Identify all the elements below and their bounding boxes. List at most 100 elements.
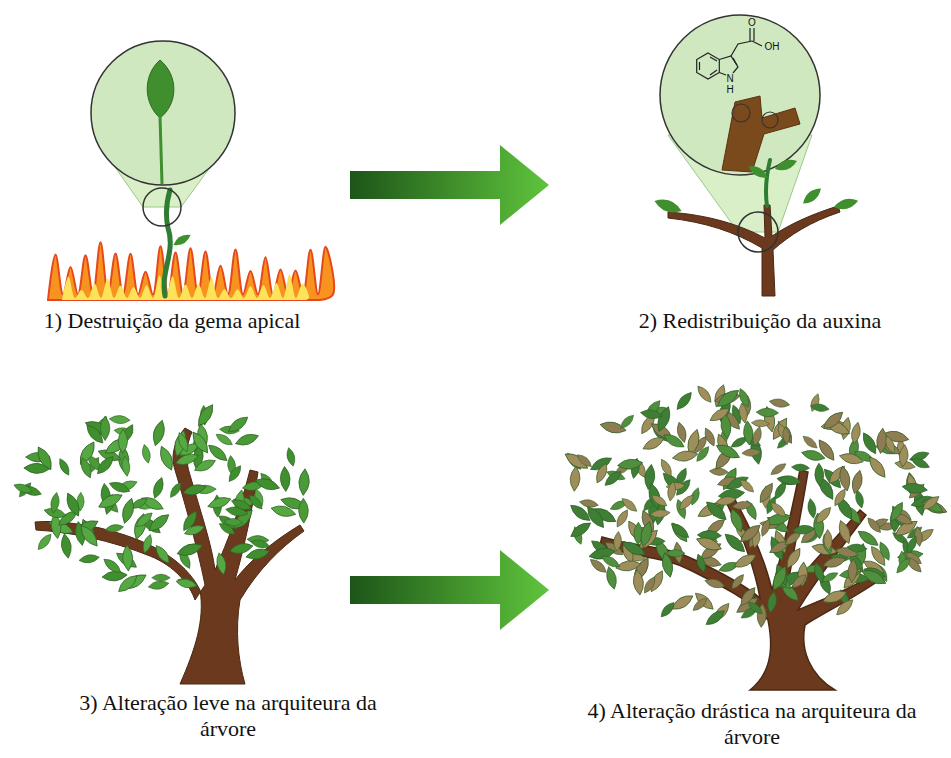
leaf bbox=[298, 468, 310, 495]
leaf bbox=[836, 519, 853, 545]
young-tree bbox=[668, 205, 840, 296]
leaf bbox=[83, 422, 106, 446]
leaf bbox=[766, 591, 778, 614]
leaf bbox=[790, 572, 809, 591]
step-caption: 2) Redistribuição da auxina bbox=[595, 308, 925, 334]
leaf bbox=[152, 574, 171, 581]
leaf bbox=[618, 413, 636, 431]
flame bbox=[48, 242, 334, 300]
step-caption: 1) Destruição da gema apical bbox=[7, 308, 337, 334]
process-arrow bbox=[350, 145, 549, 225]
leaf bbox=[182, 482, 208, 498]
leaf bbox=[666, 550, 685, 557]
leaf bbox=[157, 444, 176, 472]
magnifier-circle bbox=[660, 15, 820, 175]
leaf bbox=[898, 444, 909, 467]
leaf bbox=[702, 426, 717, 447]
leaf bbox=[715, 495, 738, 507]
leaf bbox=[822, 555, 847, 570]
leaf bbox=[860, 431, 880, 457]
leaf bbox=[666, 481, 677, 502]
leaf bbox=[121, 456, 131, 477]
leaf bbox=[632, 569, 645, 596]
leaf bbox=[118, 429, 128, 453]
leaf bbox=[96, 490, 124, 511]
foliage bbox=[13, 402, 311, 595]
leaf bbox=[620, 496, 640, 514]
leaf bbox=[672, 449, 699, 463]
leaf bbox=[814, 463, 824, 486]
leaf bbox=[850, 469, 865, 495]
leaf bbox=[732, 551, 758, 571]
leaf bbox=[714, 441, 742, 462]
leaf bbox=[105, 523, 124, 533]
leaf bbox=[116, 572, 141, 595]
illustration-part bbox=[750, 28, 754, 41]
leaf bbox=[813, 505, 834, 527]
leaf bbox=[153, 543, 173, 566]
seedling-stem bbox=[164, 190, 170, 296]
illustration-part bbox=[719, 56, 738, 73]
leaf bbox=[254, 476, 281, 493]
leaf bbox=[732, 500, 753, 511]
magnifier-circle bbox=[91, 41, 235, 185]
step-caption: 4) Alteração drástica na arquiteura da á… bbox=[567, 698, 937, 751]
process-arrow bbox=[350, 550, 549, 630]
leaf bbox=[194, 402, 216, 429]
leaf bbox=[175, 431, 190, 453]
leaf bbox=[782, 426, 791, 445]
leaf bbox=[703, 607, 727, 628]
leaf bbox=[614, 508, 631, 529]
leaf bbox=[865, 515, 883, 534]
leaf bbox=[78, 553, 100, 564]
leaf bbox=[660, 552, 675, 579]
leaf bbox=[658, 457, 674, 478]
illustration-part bbox=[731, 41, 752, 56]
leaf bbox=[747, 163, 770, 181]
leaf bbox=[834, 597, 856, 618]
illustration-part bbox=[752, 41, 762, 46]
leaf bbox=[654, 405, 673, 433]
leaf bbox=[613, 531, 622, 551]
leaf bbox=[894, 556, 913, 576]
leaf bbox=[214, 431, 234, 448]
fire bbox=[48, 242, 334, 300]
bud-marker bbox=[762, 112, 778, 128]
leaf bbox=[189, 429, 212, 455]
leaf bbox=[175, 577, 197, 589]
leaf bbox=[714, 386, 741, 410]
leaf bbox=[600, 553, 622, 570]
leaf bbox=[247, 493, 265, 512]
leaf bbox=[575, 452, 594, 469]
illustration-part bbox=[697, 53, 720, 79]
leaf bbox=[620, 538, 647, 559]
leaf bbox=[141, 533, 154, 554]
leaf bbox=[773, 157, 798, 174]
leaf bbox=[791, 463, 810, 471]
leaf bbox=[738, 403, 749, 424]
leaf bbox=[832, 487, 849, 508]
leaf bbox=[751, 426, 764, 447]
leaf bbox=[568, 519, 593, 540]
illustration-part bbox=[733, 58, 737, 65]
leaf bbox=[756, 481, 776, 505]
apical-bud bbox=[147, 60, 174, 118]
leaf bbox=[49, 492, 60, 514]
leaf bbox=[729, 572, 746, 591]
illustration-part bbox=[700, 57, 718, 75]
leaf bbox=[833, 196, 860, 212]
illustration-part bbox=[719, 73, 726, 76]
leaf bbox=[677, 492, 697, 512]
leaf bbox=[820, 409, 845, 433]
leaf bbox=[35, 532, 54, 552]
leaf bbox=[172, 232, 193, 249]
bud-stem bbox=[160, 116, 162, 184]
leaf bbox=[910, 456, 931, 471]
leaf bbox=[847, 543, 868, 553]
leaf bbox=[108, 479, 132, 495]
leaf bbox=[13, 481, 34, 495]
atom-label: OH bbox=[761, 41, 783, 52]
leaf bbox=[193, 457, 218, 475]
leaf bbox=[727, 507, 746, 534]
